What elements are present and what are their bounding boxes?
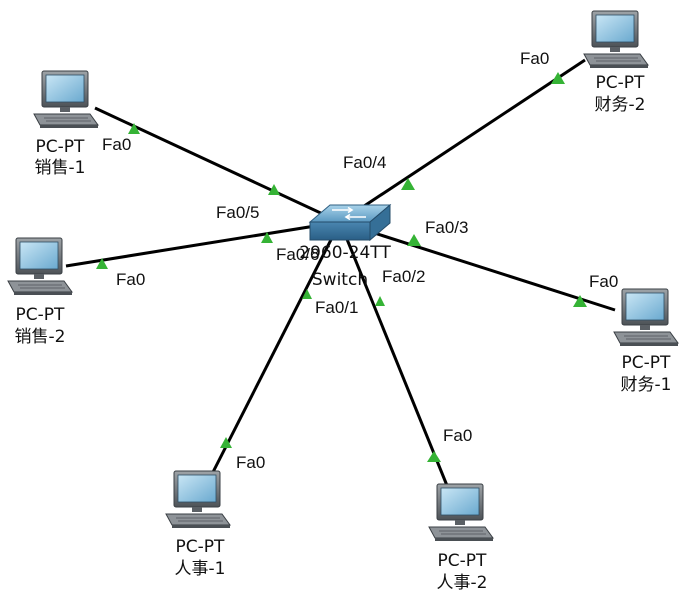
port-label-switch-fa0-3: Fa0/3: [425, 218, 468, 237]
pc-name-label: 销售-2: [15, 327, 66, 347]
link-sales-2[interactable]: [65, 220, 341, 268]
pc-node-finance-1[interactable]: PC-PT 财务-1: [613, 288, 679, 395]
switch-model-label: 2960-24TT: [299, 243, 391, 263]
pc-name-label: 销售-1: [35, 158, 86, 178]
port-up-indicator: [407, 234, 421, 246]
pc-icon: [613, 288, 679, 347]
port-up-indicator: [573, 295, 587, 307]
link-hr-2[interactable]: [338, 221, 450, 489]
pc-icon: [583, 10, 649, 69]
link-finance-1[interactable]: [339, 220, 616, 312]
port-up-indicator: [220, 437, 232, 448]
port-status-indicators: [96, 72, 587, 462]
port-up-indicator: [551, 72, 565, 84]
port-labels: Fa0 Fa0/5 Fa0 Fa0/6 Fa0 Fa0/4 Fa0 Fa0/3 …: [102, 49, 618, 472]
port-up-indicator: [302, 289, 312, 299]
links-layer: [65, 58, 616, 489]
pc-type-label: PC-PT: [16, 305, 66, 325]
pc-name-label: 人事-2: [437, 573, 488, 591]
port-label-pc-sales-1: Fa0: [102, 135, 131, 154]
port-label-pc-sales-2: Fa0: [116, 270, 145, 289]
pc-type-label: PC-PT: [622, 353, 672, 373]
port-label-switch-fa0-4: Fa0/4: [343, 153, 386, 172]
switch-icon: [308, 203, 392, 242]
port-up-indicator: [96, 258, 108, 269]
pc-icon: [33, 70, 99, 129]
port-label-switch-fa0-1: Fa0/1: [315, 298, 358, 317]
switch-name-label: Switch: [312, 270, 368, 290]
switch-node[interactable]: 2960-24TT Switch: [299, 203, 392, 290]
pc-name-label: 财务-2: [595, 95, 646, 115]
port-label-pc-hr-2: Fa0: [443, 426, 472, 445]
port-label-pc-hr-1: Fa0: [236, 453, 265, 472]
pc-name-label: 财务-1: [621, 375, 672, 395]
pc-icon: [165, 470, 231, 529]
port-up-indicator: [268, 184, 280, 195]
port-label-switch-fa0-6: Fa0/6: [276, 245, 319, 264]
pc-type-label: PC-PT: [36, 137, 86, 157]
port-up-indicator: [427, 451, 441, 462]
link-finance-2[interactable]: [339, 58, 586, 224]
pc-node-sales-1[interactable]: PC-PT 销售-1: [33, 70, 99, 178]
link-hr-1[interactable]: [208, 221, 342, 479]
pc-node-finance-2[interactable]: PC-PT 财务-2: [583, 10, 649, 115]
pc-icon: [7, 237, 73, 296]
port-up-indicator: [261, 232, 273, 243]
pc-node-hr-2[interactable]: PC-PT 人事-2: [428, 483, 494, 591]
pc-type-label: PC-PT: [176, 537, 226, 557]
pc-node-sales-2[interactable]: PC-PT 销售-2: [7, 237, 73, 347]
pc-name-label: 人事-1: [175, 559, 226, 579]
port-label-switch-fa0-5: Fa0/5: [216, 203, 259, 222]
port-label-switch-fa0-2: Fa0/2: [382, 267, 425, 286]
port-up-indicator: [401, 178, 415, 190]
port-up-indicator: [375, 296, 385, 306]
port-up-indicator: [128, 123, 140, 134]
port-label-pc-finance-2: Fa0: [520, 49, 549, 68]
pc-type-label: PC-PT: [438, 551, 488, 571]
pc-type-label: PC-PT: [596, 73, 646, 93]
port-label-pc-finance-1: Fa0: [589, 272, 618, 291]
pc-node-hr-1[interactable]: PC-PT 人事-1: [165, 470, 231, 579]
pc-icon: [428, 483, 494, 542]
